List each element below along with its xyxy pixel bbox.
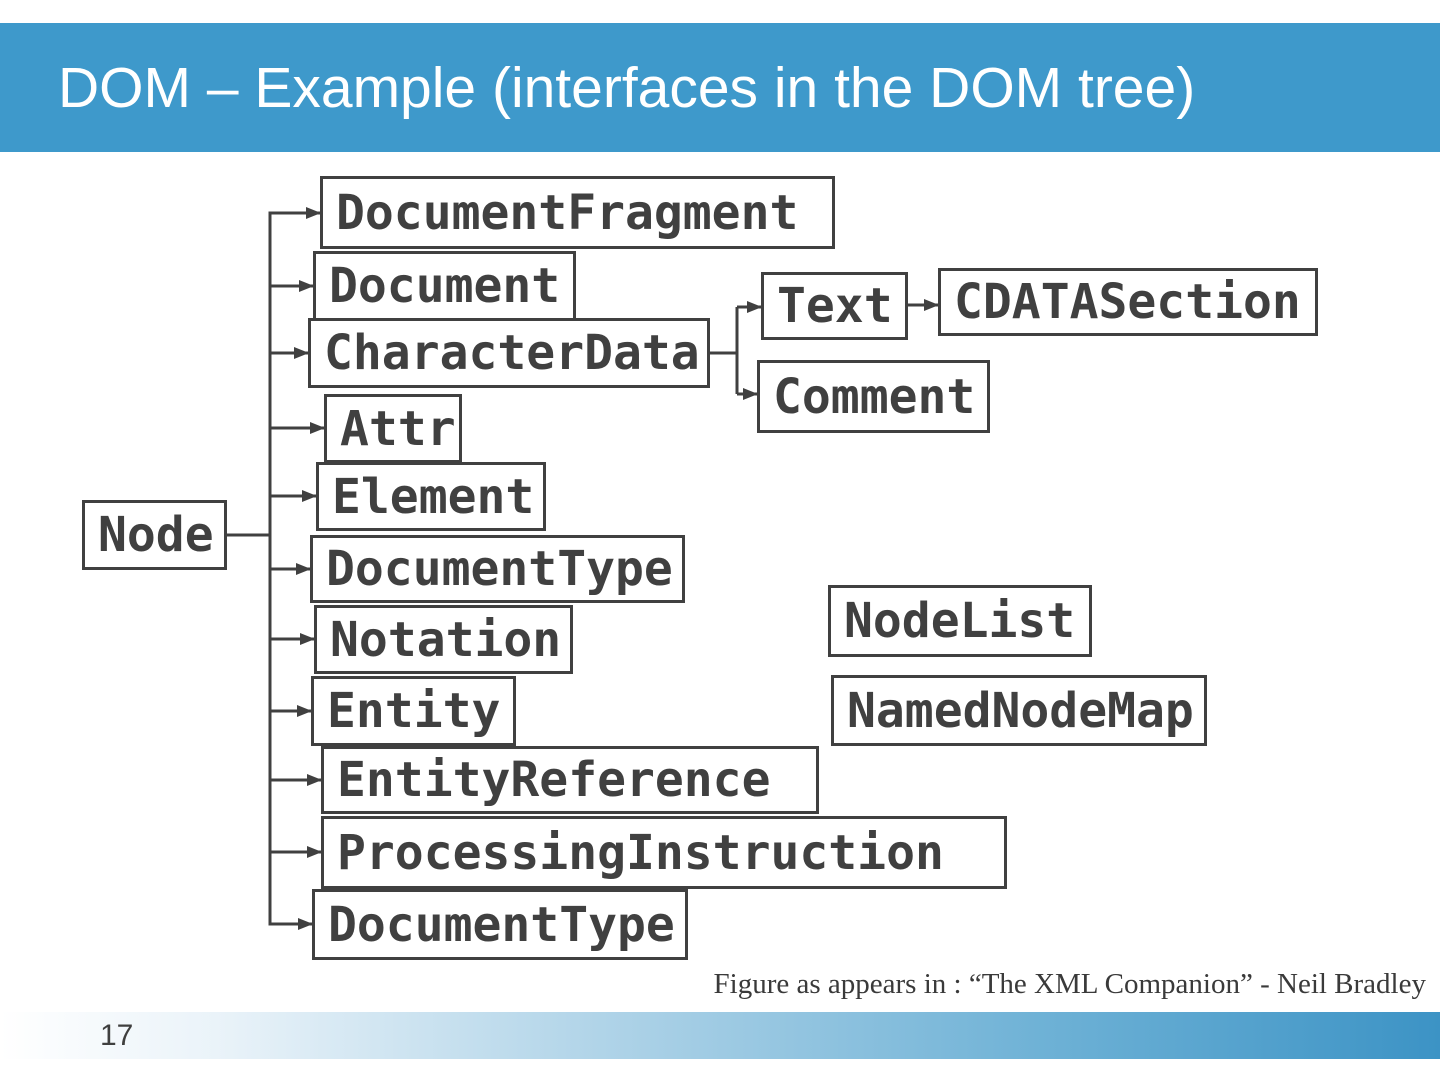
box-document-type-bottom: DocumentType <box>312 889 688 960</box>
box-cdata-section: CDATASection <box>938 268 1318 336</box>
box-document-fragment: DocumentFragment <box>320 176 835 249</box>
page-number: 17 <box>100 1018 134 1052</box>
box-text: Text <box>761 272 908 340</box>
box-entity-reference-label: EntityReference <box>337 752 771 808</box>
box-notation-label: Notation <box>330 611 562 668</box>
footer-bar: 17 <box>0 1012 1440 1059</box>
box-attr: Attr <box>324 394 462 463</box>
box-element: Element <box>316 462 546 531</box>
box-comment-label: Comment <box>773 368 976 425</box>
box-processing-instruction-label: ProcessingInstruction <box>337 824 944 881</box>
box-character-data-label: CharacterData <box>324 325 700 381</box>
box-named-node-map: NamedNodeMap <box>831 675 1207 746</box>
title-bar: DOM – Example (interfaces in the DOM tre… <box>0 23 1440 152</box>
box-document-label: Document <box>329 258 561 314</box>
box-document-type-top: DocumentType <box>310 535 685 603</box>
box-element-label: Element <box>332 468 535 525</box>
box-document-type-bottom-label: DocumentType <box>328 896 675 953</box>
box-entity-reference: EntityReference <box>321 746 819 814</box>
box-node: Node <box>82 500 227 570</box>
slide-title: DOM – Example (interfaces in the DOM tre… <box>58 55 1196 120</box>
box-node-label: Node <box>98 507 214 563</box>
box-processing-instruction: ProcessingInstruction <box>321 816 1007 889</box>
box-document-fragment-label: DocumentFragment <box>336 184 799 241</box>
box-node-list: NodeList <box>828 585 1092 657</box>
box-entity-label: Entity <box>327 683 501 739</box>
box-node-list-label: NodeList <box>844 593 1076 649</box>
box-character-data: CharacterData <box>308 318 710 388</box>
box-comment: Comment <box>757 360 990 433</box>
figure-caption: Figure as appears in : “The XML Companio… <box>713 968 1426 1000</box>
box-cdata-section-label: CDATASection <box>954 274 1301 330</box>
box-notation: Notation <box>314 605 573 674</box>
box-document: Document <box>313 251 576 321</box>
box-entity: Entity <box>311 676 516 746</box>
box-text-label: Text <box>777 278 893 334</box>
box-document-type-top-label: DocumentType <box>326 541 673 597</box>
box-named-node-map-label: NamedNodeMap <box>847 682 1194 739</box>
box-attr-label: Attr <box>340 400 456 457</box>
